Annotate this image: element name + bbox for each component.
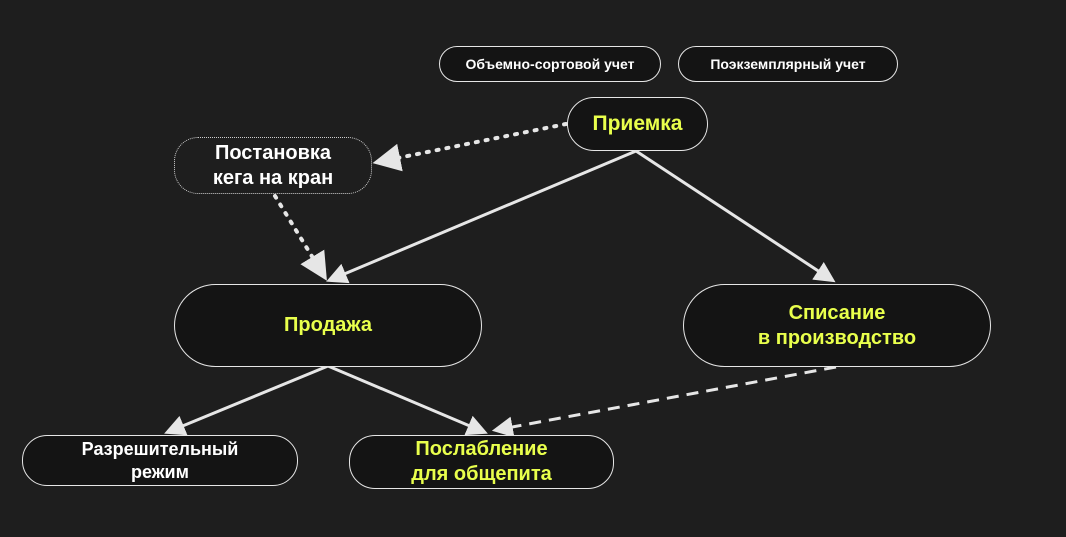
edge-spisanie-to-poslablenie xyxy=(491,365,837,438)
edge-prodazha-to-razresh xyxy=(164,364,329,436)
edge-priemka-to-prodazha xyxy=(326,149,637,284)
edge-priemka-to-keg xyxy=(372,122,568,172)
tag-volume-accounting: Объемно-сортовой учет xyxy=(439,46,661,82)
node-prodazha: Продажа xyxy=(174,284,482,367)
node-priemka: Приемка xyxy=(567,97,708,151)
edge-priemka-to-spisanie xyxy=(635,149,836,283)
node-keg-on-tap: Постановка кега на кран xyxy=(174,137,372,194)
node-razreshitelny-rezhim: Разрешительный режим xyxy=(22,435,298,486)
node-spisanie: Списание в производство xyxy=(683,284,991,367)
edge-keg-to-prodazha xyxy=(273,194,327,281)
node-poslablenie: Послабление для общепита xyxy=(349,435,614,489)
edge-prodazha-to-poslablenie xyxy=(327,364,488,436)
tag-item-accounting: Поэкземплярный учет xyxy=(678,46,898,82)
